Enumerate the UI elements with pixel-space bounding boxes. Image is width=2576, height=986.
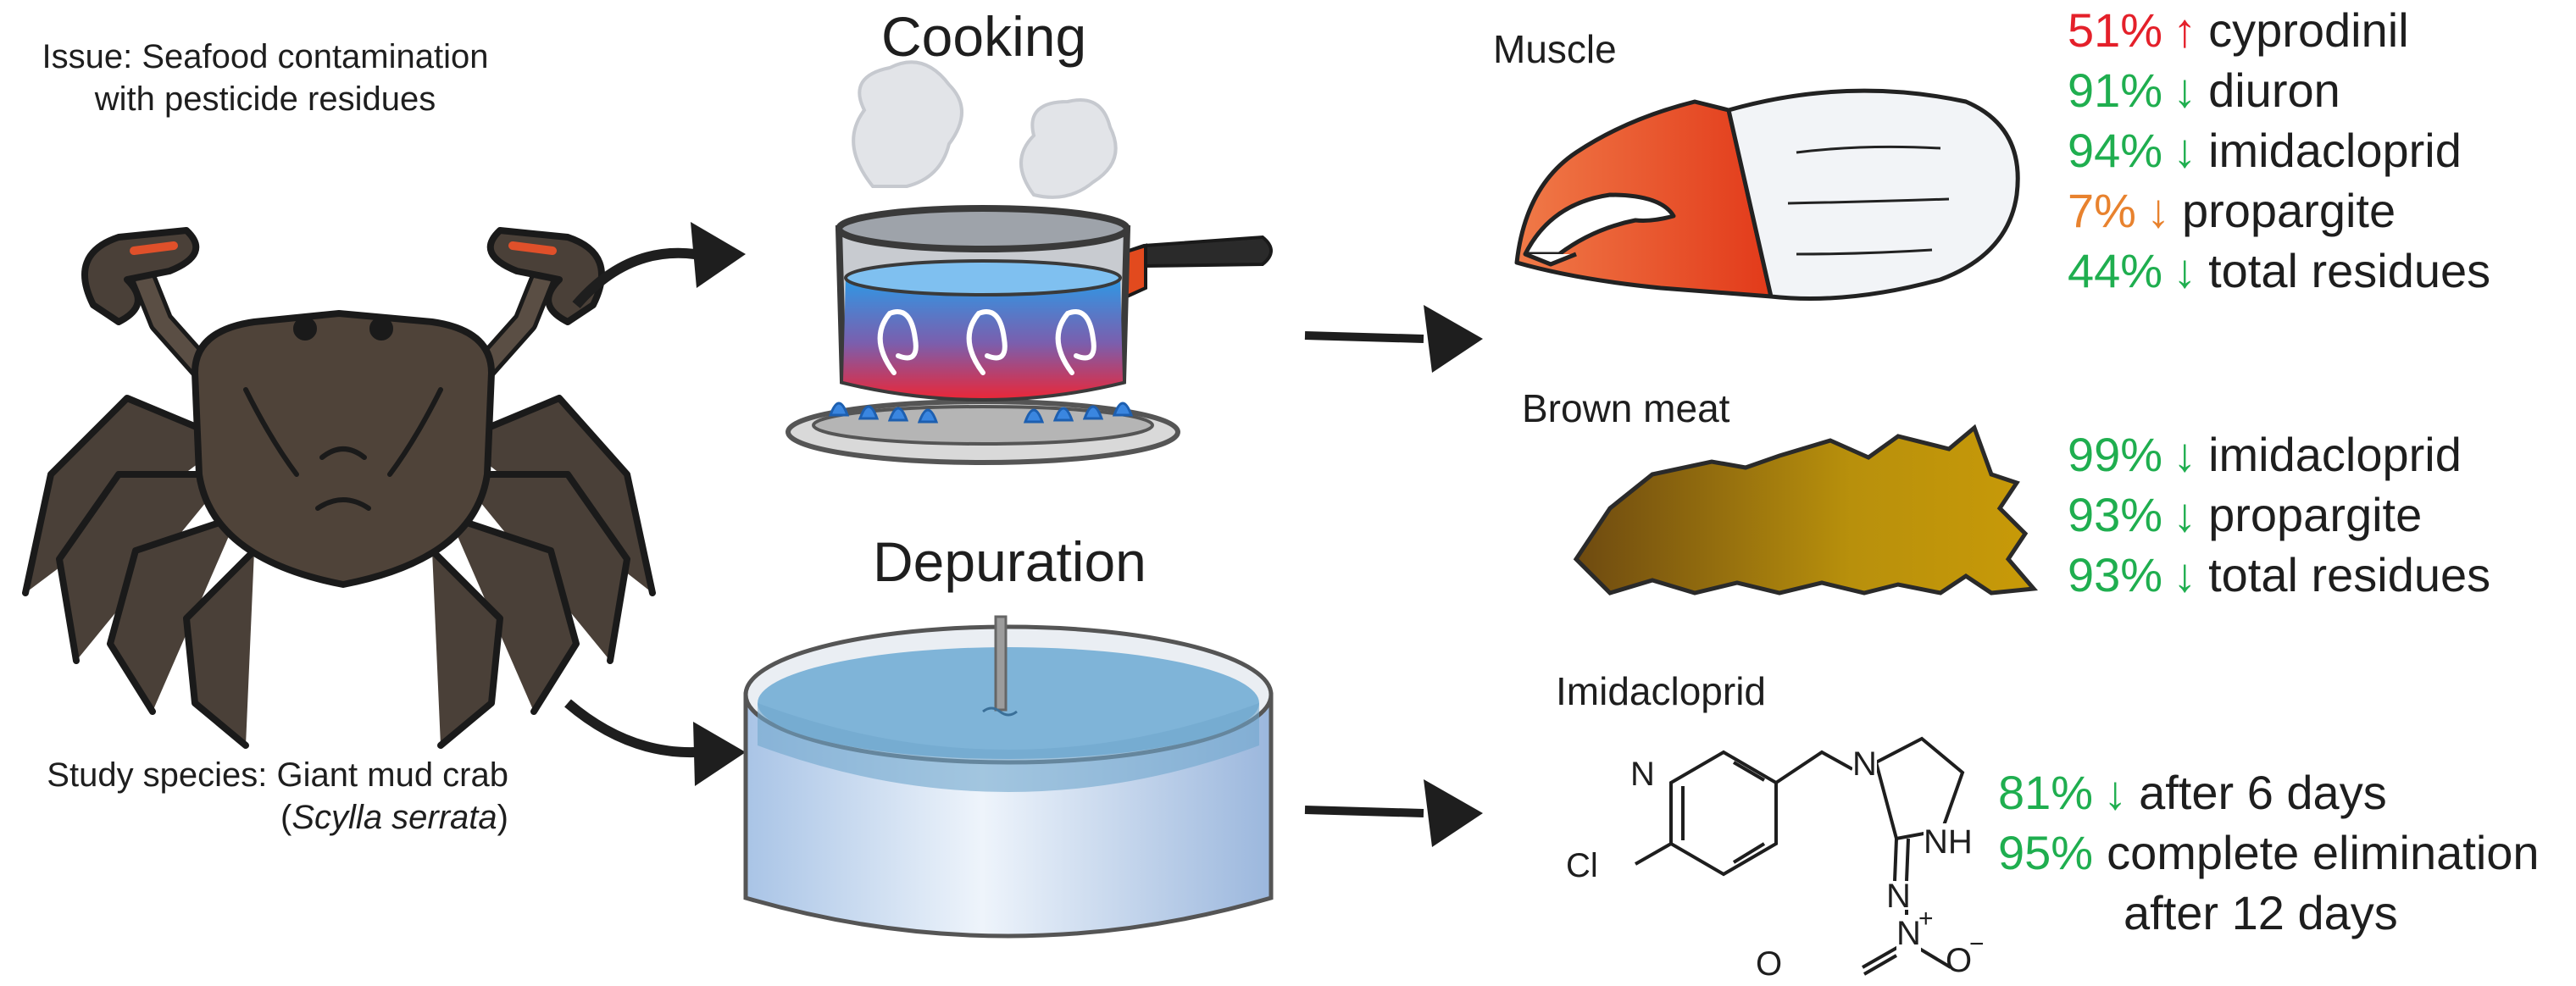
- charge-minus: −: [1969, 930, 1985, 958]
- imidacloprid-results: 81%↓after 6 days 95%complete elimination…: [1998, 762, 2540, 943]
- result-row: 81%↓after 6 days: [1998, 762, 2540, 823]
- result-percent: 7%: [2068, 184, 2136, 237]
- compound-name: cyprodinil: [2208, 3, 2409, 57]
- species-name: Scylla serrata: [291, 799, 497, 836]
- muscle-label: Muscle: [1493, 27, 1617, 71]
- result-row: 91%↓diuron: [2068, 60, 2490, 120]
- decrease-arrow: ↓: [2173, 548, 2197, 601]
- atom-n-imine: N: [1886, 878, 1911, 915]
- depuration-heading: Depuration: [873, 530, 1146, 593]
- compound-name: diuron: [2208, 64, 2340, 117]
- result-text: after 6 days: [2139, 766, 2387, 819]
- result-percent: 44%: [2068, 244, 2163, 297]
- result-row: 44%↓total residues: [2068, 241, 2490, 301]
- brown-meat-results: 99%↓imidacloprid 93%↓propargite 93%↓tota…: [2068, 424, 2490, 605]
- result-row: 95%complete elimination: [1998, 823, 2540, 883]
- study-species-caption: Study species: Giant mud crab (Scylla se…: [17, 754, 508, 839]
- study-line-2: (Scylla serrata): [17, 796, 508, 839]
- imidacloprid-label: Imidacloprid: [1556, 669, 1766, 713]
- result-percent: 95%: [1998, 826, 2094, 879]
- result-row: 7%↓propargite: [2068, 180, 2490, 241]
- decrease-arrow: ↓: [2146, 184, 2170, 237]
- compound-name: total residues: [2208, 548, 2491, 601]
- result-row: after 12 days: [1998, 883, 2540, 943]
- muscle-results: 51%↑cyprodinil 91%↓diuron 94%↓imidaclopr…: [2068, 0, 2490, 301]
- result-row: 94%↓imidacloprid: [2068, 120, 2490, 180]
- arrow-cooking-to-results: [1304, 305, 1483, 373]
- atom-n-top: N: [1852, 745, 1877, 784]
- decrease-arrow: ↓: [2173, 244, 2197, 297]
- compound-name: imidacloprid: [2208, 428, 2462, 481]
- result-percent: 93%: [2068, 488, 2163, 541]
- cooking-heading: Cooking: [881, 5, 1087, 68]
- atom-n-nitro: N: [1896, 915, 1921, 953]
- decrease-arrow: ↓: [2173, 124, 2197, 177]
- decrease-arrow: ↓: [2173, 428, 2197, 481]
- result-row: 93%↓propargite: [2068, 485, 2490, 545]
- issue-caption: Issue: Seafood contamination with pestic…: [24, 36, 507, 120]
- decrease-arrow: ↓: [2103, 766, 2128, 819]
- imidacloprid-structure: [1635, 736, 1965, 976]
- result-percent: 93%: [2068, 548, 2163, 601]
- atom-o-left: O: [1756, 945, 1783, 983]
- species-paren-open: (: [280, 799, 292, 836]
- muscle-claw-illustration: [1514, 88, 2020, 301]
- increase-arrow: ↑: [2173, 3, 2197, 57]
- arrow-crab-to-depuration: [564, 699, 746, 786]
- result-text: complete elimination: [2107, 826, 2540, 879]
- compound-name: imidacloprid: [2208, 124, 2462, 177]
- arrow-depuration-to-results: [1304, 779, 1483, 847]
- result-percent: 51%: [2068, 3, 2163, 57]
- result-percent: 91%: [2068, 64, 2163, 117]
- issue-line-1: Issue: Seafood contamination: [42, 38, 489, 75]
- atom-cl: Cl: [1566, 847, 1598, 884]
- result-text: after 12 days: [2124, 886, 2398, 939]
- result-row: 99%↓imidacloprid: [2068, 424, 2490, 485]
- charge-plus: +: [1918, 905, 1934, 933]
- result-percent: 99%: [2068, 428, 2163, 481]
- arrow-crab-to-cooking: [572, 222, 746, 308]
- brown-meat-label: Brown meat: [1522, 386, 1730, 430]
- result-row: 93%↓total residues: [2068, 545, 2490, 605]
- result-row: 51%↑cyprodinil: [2068, 0, 2490, 60]
- atom-n-ring: N: [1630, 756, 1655, 794]
- cooking-pot-illustration: [786, 60, 1273, 465]
- issue-line-2: with pesticide residues: [94, 80, 436, 118]
- atom-nh: NH: [1924, 823, 1973, 861]
- result-percent: 94%: [2068, 124, 2163, 177]
- compound-name: propargite: [2208, 488, 2423, 541]
- compound-name: propargite: [2181, 184, 2396, 237]
- compound-name: total residues: [2208, 244, 2491, 297]
- result-percent: 81%: [1998, 766, 2094, 819]
- brown-meat-illustration: [1573, 424, 2039, 595]
- decrease-arrow: ↓: [2173, 488, 2197, 541]
- decrease-arrow: ↓: [2173, 64, 2197, 117]
- species-paren-close: ): [497, 799, 508, 836]
- study-line-1: Study species: Giant mud crab: [47, 756, 508, 794]
- depuration-tank-illustration: [743, 615, 1274, 939]
- atom-o-right: O: [1946, 942, 1973, 979]
- mud-crab-illustration: [22, 227, 656, 749]
